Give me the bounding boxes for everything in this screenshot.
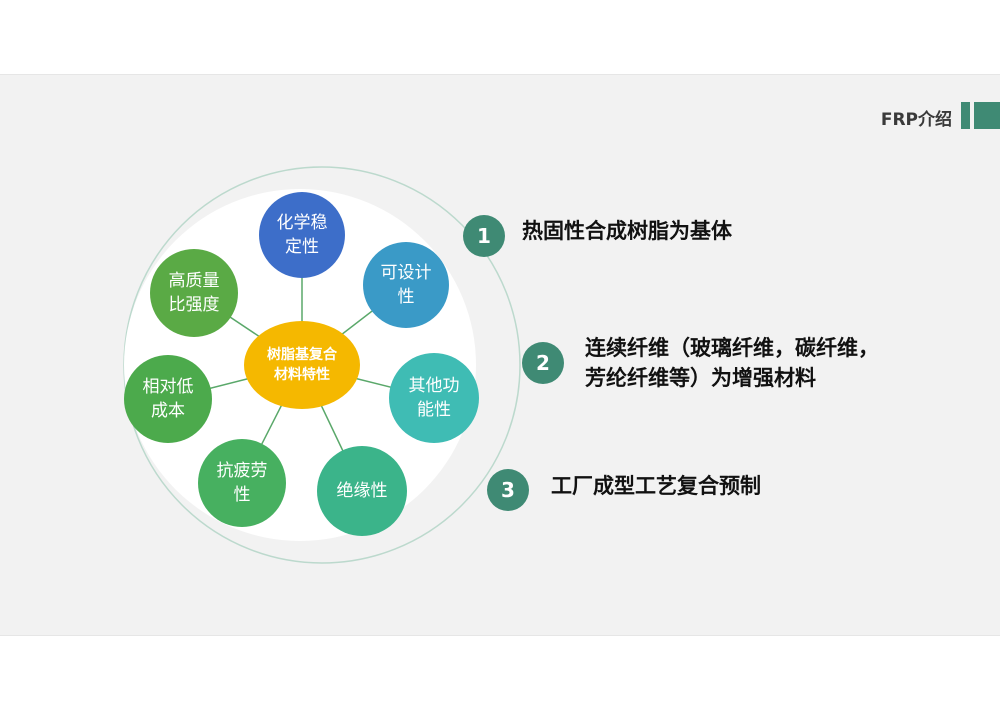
feature-node-label: 相对低 成本 (142, 377, 194, 421)
feature-node-label: 抗疲劳 性 (216, 461, 268, 505)
point-number-badge: 2 (522, 342, 564, 384)
center-node-label: 树脂基复合 材料特性 (267, 347, 337, 383)
point-number-badge: 1 (463, 215, 505, 257)
center-node (244, 321, 360, 409)
point-number-badge: 3 (487, 469, 529, 511)
feature-node (259, 192, 345, 278)
feature-node-label: 化学稳 定性 (276, 213, 328, 257)
page-title: FRP介绍 (880, 110, 952, 130)
feature-node-label: 高质量 比强度 (168, 271, 220, 315)
feature-node (363, 242, 449, 328)
feature-node (150, 249, 238, 337)
title-accent-block (974, 102, 1000, 129)
feature-node (124, 355, 212, 443)
feature-node-label: 可设计 性 (380, 263, 432, 307)
feature-node (389, 353, 479, 443)
slide: FRP介绍 化学稳 定性可设计 性其他功 能性绝缘性 抗疲劳 性相对低 成本 高质量… (0, 74, 1000, 636)
diagram-canvas (123, 166, 521, 564)
feature-node (198, 439, 286, 527)
title-accent-bar (961, 102, 970, 129)
point-text: 热固性合成树脂为基体 (522, 219, 732, 243)
point-text: 工厂成型工艺复合预制 (551, 474, 761, 498)
feature-node (317, 446, 407, 536)
feature-node-label: 其他功 能性 (408, 376, 460, 420)
feature-node-label: 绝缘性 (336, 481, 388, 501)
point-text: 连续纤维（玻璃纤维，碳纤维， 芳纶纤维等）为增强材料 (585, 336, 879, 390)
